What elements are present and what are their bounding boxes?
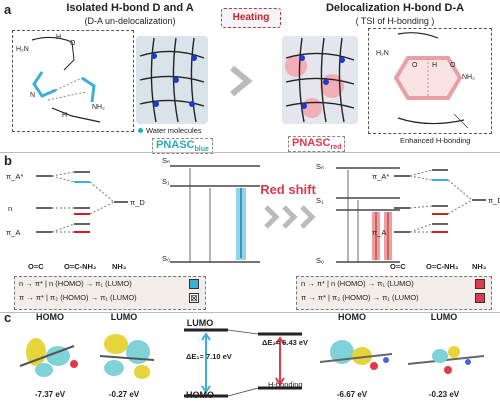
- mo-pi-a-star-right: π_A*: [372, 172, 390, 181]
- mo-pi-a-right: π_A: [372, 228, 387, 237]
- water-dot-icon: [138, 128, 143, 133]
- pnasc-red-label: PNASCred: [288, 136, 346, 153]
- atom-nh2-2: NH₂: [462, 74, 475, 81]
- atom-h2n-2: H₂N: [376, 50, 389, 57]
- lumo-center-label: LUMO: [186, 318, 214, 328]
- water-legend: Water molecules: [146, 126, 202, 135]
- group-nh2-right: NH₂: [472, 262, 487, 271]
- transition-row-right-2: π → π* | π₂ (HOMO) → π₁ (LUMO): [297, 291, 491, 305]
- atom-nh2-1: NH₂: [92, 104, 105, 111]
- panel-b-label: b: [4, 153, 12, 168]
- atom-o-1: O: [70, 40, 76, 47]
- level-sn-right: Sₙ: [316, 162, 324, 171]
- red-shift-arrows-icon: [264, 205, 316, 229]
- atom-h-2: H: [62, 112, 68, 119]
- atom-h-3: H: [432, 62, 438, 69]
- mo-pi-a-left: π_A: [6, 228, 21, 237]
- divider-b-c: [0, 312, 500, 313]
- left-molecule-structure: [31, 36, 101, 123]
- homo-right-title: HOMO: [338, 312, 366, 322]
- red-shift-label: Red shift: [260, 182, 316, 197]
- level-s1-right: S₁: [316, 196, 324, 205]
- hbonding-label: H-bonding: [268, 380, 303, 389]
- crossed-marker-icon: ⊠: [189, 293, 199, 303]
- transition-row-left-1: n → π* | n (HOMO) → π₁ (LUMO): [15, 277, 205, 291]
- orbital-lumo-left: [99, 334, 155, 379]
- group-oc-left: O=C: [28, 262, 44, 271]
- homo-center-label: HOMO: [186, 390, 214, 400]
- orbital-lumo-right: [407, 346, 485, 374]
- mo-diagram-left: [36, 171, 128, 233]
- level-s1-left: S₁: [162, 177, 170, 186]
- right-title: Delocalization H-bond D-A: [325, 2, 465, 14]
- divider-a-b: [0, 152, 500, 153]
- right-subtitle: ( TSI of H-bonding ): [355, 16, 435, 26]
- delta-e1-label: ΔE₁= 7.10 eV: [186, 352, 232, 361]
- right-molecule-structure: [393, 32, 469, 129]
- blue-marker-icon: [189, 279, 199, 289]
- transition-table-right: n → π* | n (HOMO) → π₁ (LUMO) π → π* | π…: [296, 276, 492, 310]
- network-blue-mesh: [139, 37, 205, 123]
- level-s0-left: S₀: [162, 254, 171, 263]
- atom-o-3: O: [450, 62, 456, 69]
- jablonski-right: [336, 167, 400, 263]
- left-subtitle: (D-A un-delocalization): [84, 16, 176, 26]
- transition-row-right-1: n → π* | n (HOMO) → π₁ (LUMO): [297, 277, 491, 291]
- orbital-homo-left: [19, 338, 78, 377]
- level-sn-left: Sₙ: [162, 156, 170, 165]
- transition-row-left-2: π → π* | π₂ (HOMO) → π₁ (LUMO)⊠: [19, 293, 199, 303]
- mo-pi-d-right: π_D: [488, 196, 500, 205]
- mo-diagram-right: [394, 169, 486, 233]
- mo-pi-d-left: π_D: [130, 198, 145, 207]
- left-title: Isolated H-bond D and A: [66, 2, 194, 14]
- energy-homo-right: -6.67 eV: [336, 390, 368, 399]
- homo-left-title: HOMO: [36, 312, 64, 322]
- panel-a-label: a: [4, 2, 12, 17]
- mo-n-left: n: [8, 204, 13, 213]
- energy-homo-left: -7.37 eV: [34, 390, 66, 399]
- atom-h2n-1: H₂N: [16, 46, 29, 53]
- network-red-mesh: [285, 37, 355, 123]
- red-marker-icon-1: [475, 279, 485, 289]
- jablonski-left: [170, 165, 260, 263]
- atom-o-2: O: [412, 62, 418, 69]
- atom-h-1: H: [56, 34, 62, 41]
- group-ocnh2-left: O=C-NH₂: [64, 262, 97, 271]
- heating-label: Heating: [221, 8, 281, 28]
- transition-table-left: n → π* | n (HOMO) → π₁ (LUMO) π → π* | π…: [14, 276, 206, 310]
- orbital-homo-right: [319, 340, 393, 370]
- energy-lumo-left: -0.27 eV: [108, 390, 140, 399]
- red-marker-icon-2: [475, 293, 485, 303]
- panel-c-label: c: [4, 310, 12, 325]
- group-ocnh2-right: O=C-NH₂: [426, 262, 459, 271]
- pnasc-blue-label: PNASCblue: [152, 138, 213, 155]
- delta-e2-label: ΔE₂= 6.43 eV: [262, 338, 309, 347]
- lumo-right-title: LUMO: [430, 312, 458, 322]
- group-nh2-left: NH₂: [112, 262, 127, 271]
- enhanced-hbonding-label: Enhanced H-bonding: [400, 136, 471, 145]
- group-oc-right: O=C: [390, 262, 406, 271]
- lumo-left-title: LUMO: [110, 312, 138, 322]
- mo-pi-a-star-left: π_A*: [6, 172, 24, 181]
- band-gap-diagram: [184, 328, 302, 398]
- energy-lumo-right: -0.23 eV: [428, 390, 460, 399]
- atom-n-1: N: [30, 92, 36, 99]
- transition-arrow-icon: [230, 65, 253, 97]
- level-s0-right: S₀: [316, 256, 325, 265]
